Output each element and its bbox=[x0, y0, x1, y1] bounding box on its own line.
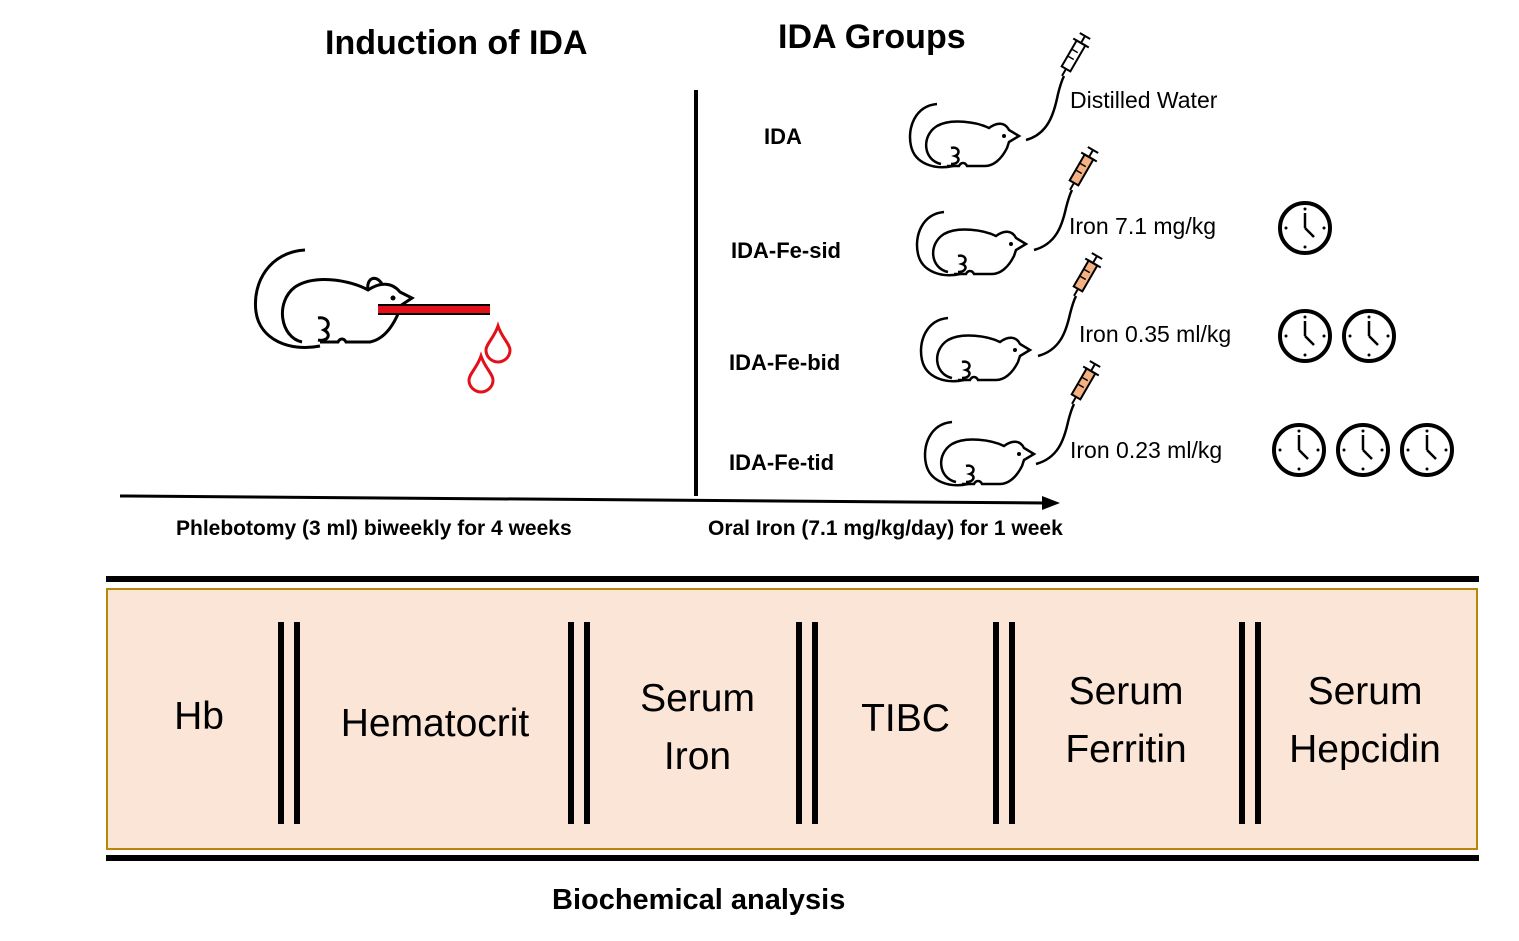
analyte-line: Iron bbox=[663, 735, 732, 778]
induction-title: Induction of IDA bbox=[325, 24, 588, 62]
group-label-ida: IDA bbox=[764, 124, 802, 149]
treatment-label-ida: Distilled Water bbox=[1070, 87, 1218, 113]
clock-icon bbox=[1278, 309, 1332, 363]
syringe-icon bbox=[1037, 252, 1103, 358]
treatment-label-ida-fe-tid: Iron 0.23 ml/kg bbox=[1070, 437, 1223, 463]
analyte-line: Hb bbox=[174, 695, 224, 738]
analysis-panel bbox=[106, 588, 1478, 850]
syringe-icon bbox=[1033, 146, 1099, 252]
phase-divider bbox=[694, 90, 698, 496]
separator bbox=[568, 622, 590, 824]
analyte-hematocrit: Hematocrit bbox=[300, 695, 570, 753]
separator bbox=[278, 622, 300, 824]
treatment-label-ida-fe-bid: Iron 0.35 ml/kg bbox=[1079, 321, 1232, 347]
panel-top-rule bbox=[106, 576, 1479, 582]
phlebotomy-rat-icon bbox=[253, 248, 512, 394]
analyte-line: Serum bbox=[640, 677, 755, 720]
clock-icon bbox=[1278, 201, 1332, 255]
rat-icon bbox=[908, 102, 1022, 169]
rat-icon bbox=[915, 210, 1029, 277]
group-label-ida-fe-bid: IDA-Fe-bid bbox=[729, 350, 841, 375]
analyte-line: Ferritin bbox=[1065, 728, 1187, 771]
panel-bottom-rule bbox=[106, 855, 1479, 861]
clock-icon bbox=[1400, 423, 1454, 477]
syringe-icon bbox=[1035, 360, 1101, 466]
analyte-line: TIBC bbox=[861, 697, 950, 740]
analyte-hb: Hb bbox=[120, 688, 278, 746]
analyte-serum-iron: Serum Iron bbox=[590, 670, 805, 786]
analyte-line: Hepcidin bbox=[1289, 728, 1441, 771]
analyte-line: Serum bbox=[1068, 670, 1184, 713]
analyte-tibc: TIBC bbox=[818, 690, 993, 748]
group-label-ida-fe-sid: IDA-Fe-sid bbox=[731, 238, 841, 263]
analyte-serum-ferritin: Serum Ferritin bbox=[1015, 663, 1237, 779]
analyte-line: Hematocrit bbox=[340, 702, 530, 745]
analysis-title: Biochemical analysis bbox=[552, 884, 846, 916]
analyte-line: Serum bbox=[1307, 670, 1423, 713]
separator bbox=[796, 622, 818, 824]
rat-icon bbox=[919, 316, 1033, 383]
separator bbox=[1239, 622, 1261, 824]
syringe-icon bbox=[1025, 32, 1091, 142]
treatment-label-ida-fe-sid: Iron 7.1 mg/kg bbox=[1069, 213, 1217, 239]
clock-icon bbox=[1272, 423, 1326, 477]
rat-icon bbox=[923, 420, 1037, 487]
groups-title: IDA Groups bbox=[778, 18, 966, 56]
treatment-timeline-label: Oral Iron (7.1 mg/kg/day) for 1 week bbox=[708, 517, 1063, 540]
clock-icon bbox=[1336, 423, 1390, 477]
induction-timeline-label: Phlebotomy (3 ml) biweekly for 4 weeks bbox=[176, 517, 572, 540]
clock-icon bbox=[1342, 309, 1396, 363]
group-label-ida-fe-tid: IDA-Fe-tid bbox=[729, 450, 835, 475]
separator bbox=[993, 622, 1015, 824]
analyte-serum-hepcidin: Serum Hepcidin bbox=[1262, 663, 1468, 779]
